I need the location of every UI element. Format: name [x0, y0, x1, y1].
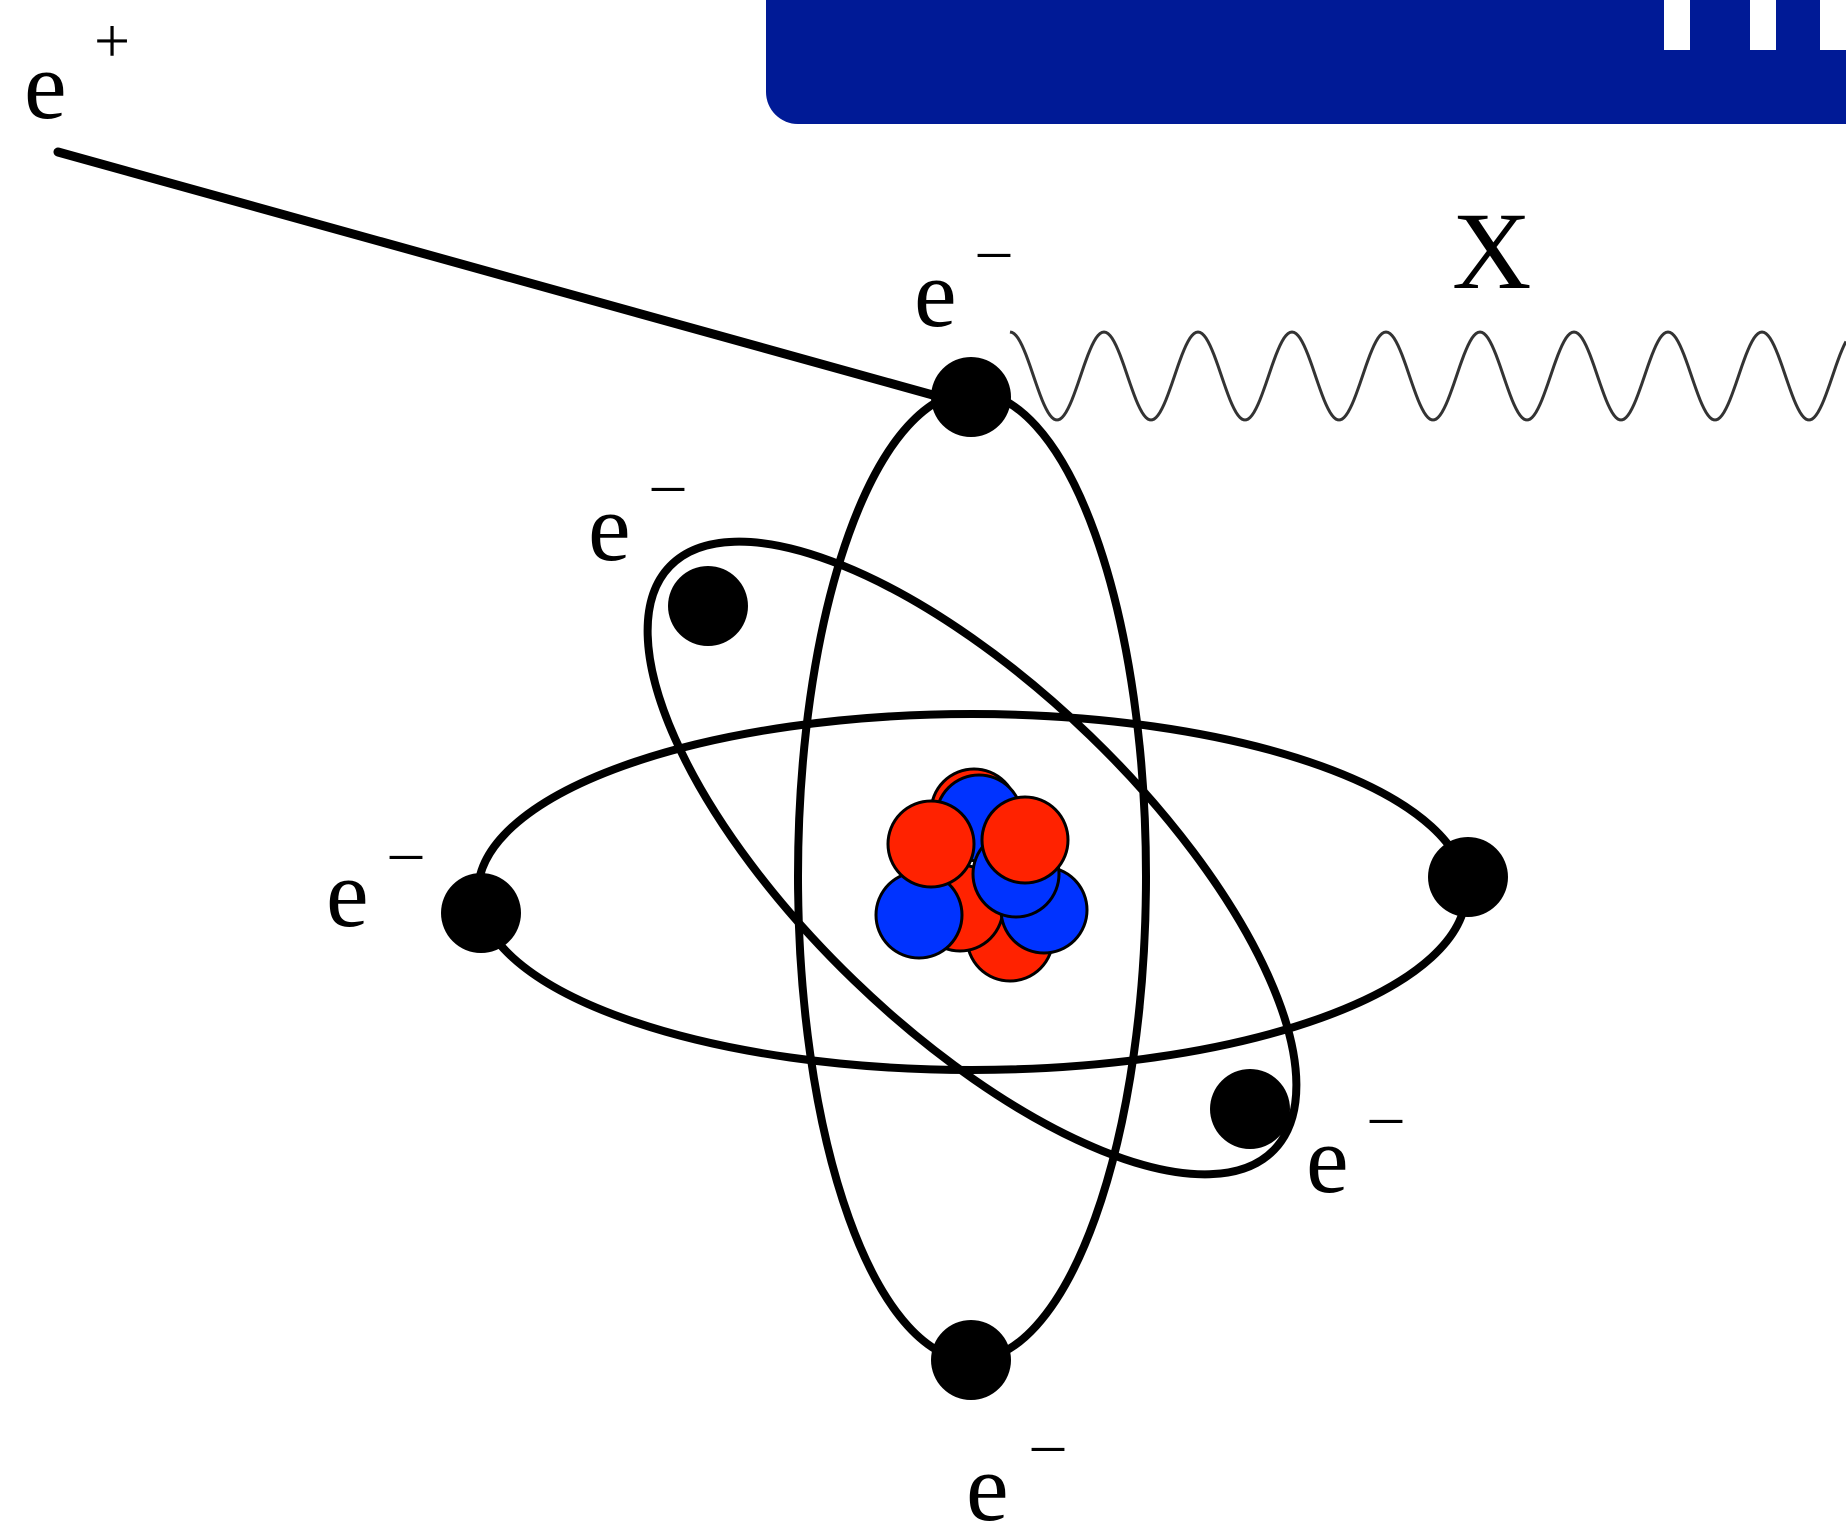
svg-text:–: –: [389, 815, 423, 886]
svg-text:+: +: [94, 5, 130, 76]
nucleus: [874, 767, 1089, 983]
label-electron-bottom: e –: [966, 1407, 1065, 1531]
svg-text:e: e: [966, 1434, 1009, 1531]
nucleon-proton: [886, 799, 976, 889]
svg-text:–: –: [977, 213, 1011, 284]
orbit-diagonal: [643, 537, 1301, 1179]
photon-wave: [1009, 330, 1846, 422]
electron-bottom: [931, 1320, 1011, 1400]
svg-text:e: e: [914, 240, 957, 347]
electrons: [441, 357, 1508, 1400]
header-bar: [766, 0, 1846, 124]
label-electron-top: e –: [914, 213, 1011, 347]
electron-top: [931, 357, 1011, 437]
electron-right: [1428, 837, 1508, 917]
svg-text:e: e: [24, 32, 67, 139]
svg-text:e: e: [1306, 1106, 1349, 1213]
positron-track: [53, 147, 963, 407]
label-electron-lower-right: e –: [1306, 1079, 1403, 1213]
svg-text:–: –: [651, 447, 685, 518]
electron-upper-left: [668, 566, 748, 646]
electron-lower-right: [1210, 1069, 1290, 1149]
svg-text:–: –: [1369, 1079, 1403, 1150]
svg-text:–: –: [1031, 1407, 1065, 1478]
label-electron-upper-left: e –: [588, 447, 685, 581]
label-x-particle: X: [1452, 190, 1531, 312]
label-electron-left: e –: [326, 815, 423, 947]
particle-labels: e + e – X e – e – e – e –: [24, 5, 1531, 1531]
label-positron: e +: [24, 5, 130, 139]
electron-left: [441, 873, 521, 953]
nucleon-proton: [980, 795, 1070, 885]
svg-text:e: e: [326, 840, 369, 947]
svg-text:e: e: [588, 474, 631, 581]
